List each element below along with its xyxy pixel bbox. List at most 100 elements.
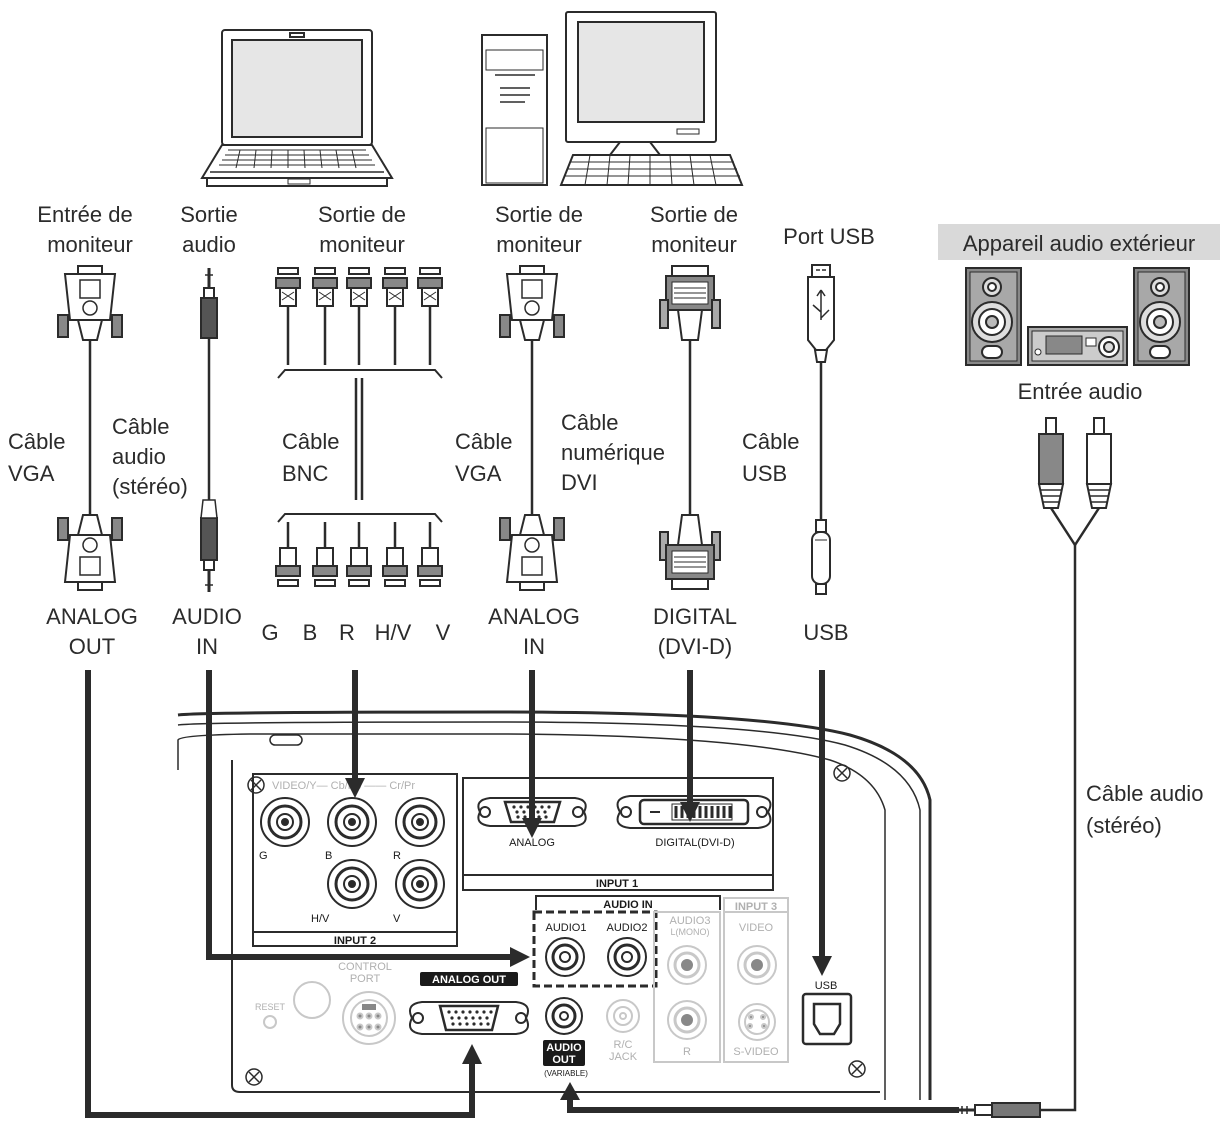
audio-in-label: AUDIO IN (603, 899, 653, 911)
bnc-g-label: G (259, 850, 268, 862)
bnc-plug-top (382, 267, 408, 365)
cable-usb-label-2: USB (742, 461, 787, 486)
arrow-audio-out (560, 1082, 580, 1100)
pc-monitor-out-label-2: moniteur (496, 232, 582, 257)
bnc-monitor-out-label-2: moniteur (319, 232, 405, 257)
bnc-v-label: V (393, 913, 401, 925)
cable-bnc-label-2: BNC (282, 461, 329, 486)
connection-arrows (85, 670, 959, 1118)
terminal-labels: ANALOG OUT AUDIO IN G B R H/V V ANALOG I… (46, 604, 848, 659)
arrow-audio-in (510, 947, 530, 967)
external-audio-illustration (965, 267, 1190, 366)
term-digital-label-1: DIGITAL (653, 604, 737, 629)
cable-vga-2-label-1: Câble (455, 429, 512, 454)
bnc-plug-top (417, 267, 443, 365)
usb-port-label: Port USB (783, 224, 875, 249)
audio-cable-1 (200, 268, 218, 592)
pc-dvi-out-label-2: moniteur (651, 232, 737, 257)
laptop-illustration (200, 29, 394, 187)
bnc-b-label: B (325, 850, 332, 862)
audio-out-block: AUDIO OUT (VARIABLE) R/C JACK (543, 997, 640, 1078)
pc-monitor-out-label-1: Sortie de (495, 202, 583, 227)
amplifier (1027, 326, 1128, 366)
laptop-monitor-in-label-1: Entrée de (37, 202, 132, 227)
term-bnc-hv: H/V (375, 620, 412, 645)
bnc-plug-top (346, 267, 372, 365)
cable-bnc-label-1: Câble (282, 429, 339, 454)
bnc-cable (275, 267, 443, 587)
cable-usb-label-1: Câble (742, 429, 799, 454)
usb-cable (807, 264, 835, 595)
term-bnc-g: G (261, 620, 278, 645)
panel-usb-label: USB (815, 980, 838, 992)
cable-vga-2-label-2: VGA (455, 461, 502, 486)
term-bnc-b: B (303, 620, 318, 645)
usb-port-block: USB (801, 980, 853, 1046)
input1-label: INPUT 1 (596, 878, 638, 890)
bnc-hv-label: H/V (311, 913, 330, 925)
cable-dvi-label-3: DVI (561, 470, 598, 495)
cable-vga-1-label-2: VGA (8, 461, 55, 486)
vga-cable-1 (57, 265, 123, 591)
arrow-digital (680, 802, 700, 822)
control-reset-block: CONTROL PORT RESET (255, 961, 396, 1045)
cable-dvi-label-1: Câble (561, 410, 618, 435)
l-mono-label: L(MONO) (671, 927, 710, 937)
control-port-label-1: CONTROL (338, 961, 392, 973)
panel-screws (245, 764, 866, 1086)
analog-out-label: ANALOG OUT (432, 974, 506, 986)
input2-block: VIDEO/Y— Cb/Pb —— Cr/Pr G B R H/V V INPU… (247, 773, 458, 947)
arrow-bnc (345, 778, 365, 798)
analog-port-label: ANALOG (509, 837, 555, 849)
audio-input-label: Entrée audio (1018, 379, 1143, 404)
audio2-label: AUDIO2 (607, 922, 648, 934)
bnc-plugs-bottom (275, 522, 443, 587)
pc-dvi-out-label-1: Sortie de (650, 202, 738, 227)
term-bnc-r: R (339, 620, 355, 645)
input2-label: INPUT 2 (334, 935, 376, 947)
left-speaker (965, 267, 1022, 366)
bnc-r-label: R (393, 850, 401, 862)
rca-audio-cable (958, 417, 1113, 1118)
term-analog-in-label-2: IN (523, 634, 545, 659)
laptop-audio-out-label-1: Sortie (180, 202, 237, 227)
bnc-header-label: VIDEO/Y— Cb/Pb —— Cr/Pr (272, 780, 415, 792)
top-labels: Entrée de moniteur Sortie audio Sortie d… (37, 202, 1220, 404)
s-video-label: S-VIDEO (733, 1046, 779, 1058)
rc-jack-label-1: R/C (614, 1039, 633, 1051)
cable-audio-1-label-1: Câble (112, 414, 169, 439)
analog-out-block: ANALOG OUT (409, 972, 529, 1035)
arrow-analog-in (522, 818, 542, 838)
vga-port-analog-out (409, 1001, 529, 1035)
vga-cable-2 (499, 265, 565, 591)
term-audio-in-label-2: IN (196, 634, 218, 659)
dvi-cable (659, 265, 721, 590)
term-analog-out-label-1: ANALOG (46, 604, 138, 629)
cable-vga-1-label-1: Câble (8, 429, 65, 454)
audio-in-highlight (532, 910, 658, 988)
term-bnc-v: V (436, 620, 451, 645)
audio-out-label-1: AUDIO (546, 1042, 582, 1054)
digital-port-label: DIGITAL(DVI-D) (655, 837, 734, 849)
cable-labels: Câble VGA Câble audio (stéréo) Câble BNC… (8, 410, 1203, 838)
control-port-label-2: PORT (350, 973, 381, 985)
variable-label: (VARIABLE) (544, 1069, 588, 1078)
cable-audio-1-label-2: audio (112, 444, 166, 469)
term-usb-label: USB (803, 620, 848, 645)
laptop-audio-out-label-2: audio (182, 232, 236, 257)
arrow-usb (812, 956, 832, 976)
input1-block: ANALOG DIGITAL(DVI-D) INPUT 1 (462, 777, 774, 891)
cable-dvi-label-2: numérique (561, 440, 665, 465)
bnc-plug-top (312, 267, 338, 365)
term-digital-label-2: (DVI-D) (658, 634, 733, 659)
cable-audio-1-label-3: (stéréo) (112, 474, 188, 499)
cable-audio-2-label-1: Câble audio (1086, 781, 1203, 806)
laptop-monitor-in-label-2: moniteur (47, 232, 133, 257)
term-audio-in-label-1: AUDIO (172, 604, 242, 629)
term-analog-out-label-2: OUT (69, 634, 115, 659)
cable-audio-2-label-2: (stéréo) (1086, 813, 1162, 838)
desktop-pc-illustration (481, 11, 744, 186)
audio-in-block: AUDIO IN AUDIO1 AUDIO2 AUDIO3 L(MONO) R (532, 895, 721, 1063)
rc-jack-label-2: JACK (609, 1051, 638, 1063)
